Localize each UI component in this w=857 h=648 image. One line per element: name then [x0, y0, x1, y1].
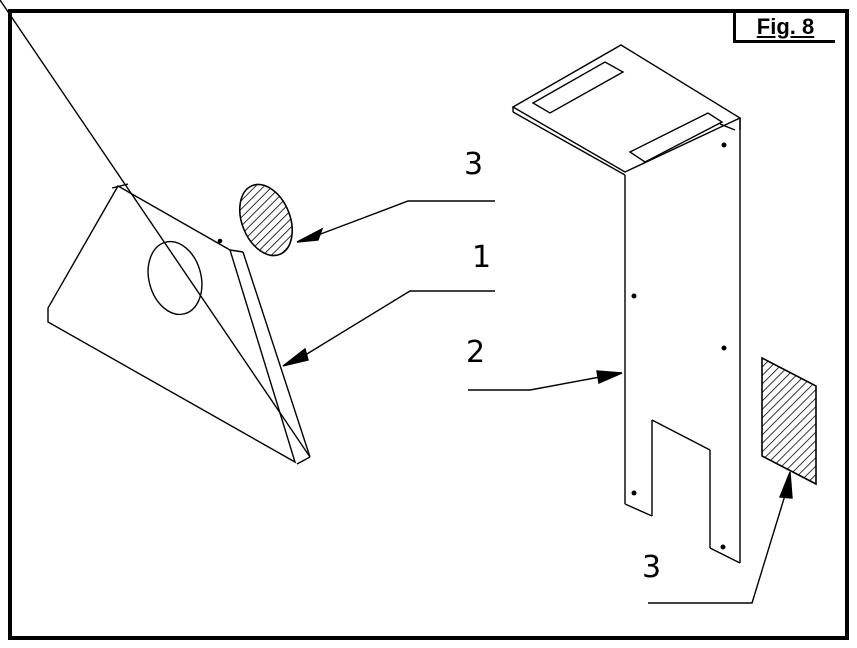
leader-lines: [282, 200, 793, 604]
callout-2: 2: [466, 335, 486, 370]
part-1-side-panel: [0, 0, 311, 465]
diagram-border: [8, 9, 849, 640]
part-3-rectangular-pad: [761, 356, 817, 486]
callout-3-bottom: 3: [642, 550, 662, 585]
callout-1: 1: [472, 240, 492, 275]
callout-3-top: 3: [464, 147, 484, 182]
part-2-bracket: [511, 44, 742, 564]
figure-label: Fig. 8: [733, 13, 835, 43]
round-hole: [147, 240, 203, 316]
